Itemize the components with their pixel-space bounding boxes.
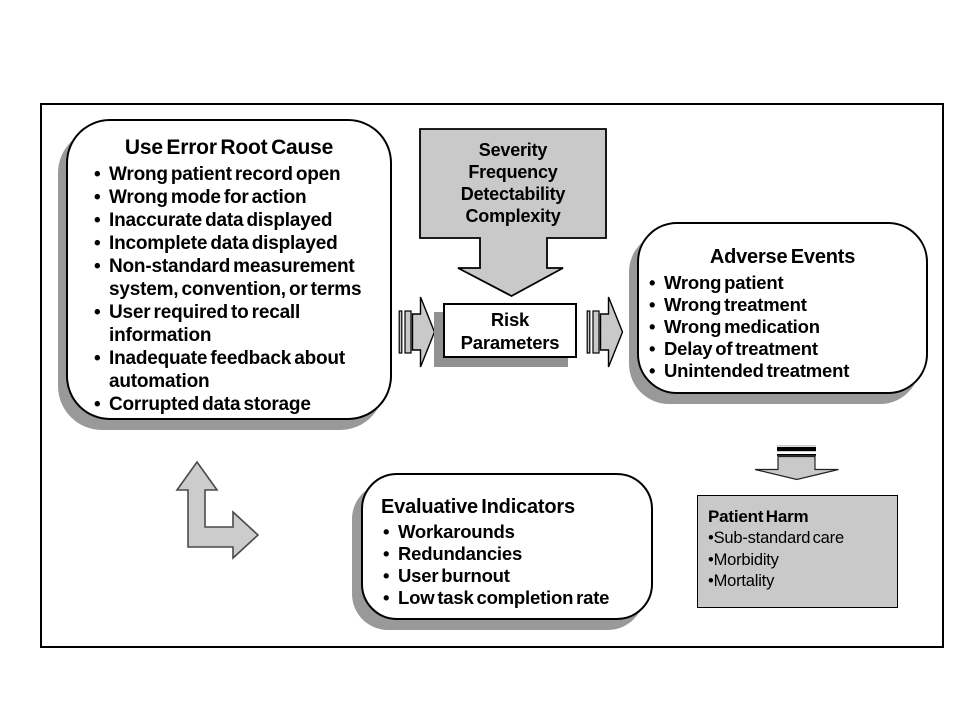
list-item: User required to recall information	[92, 301, 382, 347]
list-item: Non-standard measurement system, convent…	[92, 255, 382, 301]
list-item: Delay of treatment	[647, 338, 920, 360]
list-item: User burnout	[381, 565, 645, 587]
patient-harm-title: Patient Harm	[708, 507, 809, 526]
adverse-events-box: Adverse Events Wrong patientWrong treatm…	[637, 222, 928, 394]
use-error-root-cause-box: Use Error Root Cause Wrong patient recor…	[66, 119, 392, 420]
list-item: Incomplete data displayed	[92, 232, 382, 255]
list-item: Frequency	[468, 162, 558, 182]
adverse-events-list: Wrong patientWrong treatmentWrong medica…	[647, 272, 920, 382]
list-item: Mortality	[708, 571, 891, 593]
list-item: Detectability	[460, 184, 566, 204]
list-item: Complexity	[465, 206, 561, 226]
use-error-title: Use Error Root Cause	[124, 136, 334, 159]
list-item: Wrong mode for action	[92, 186, 382, 209]
list-item: Workarounds	[381, 521, 645, 543]
use-error-list: Wrong patient record openWrong mode for …	[92, 163, 382, 416]
double-bar-down-arrow-icon	[754, 445, 839, 481]
list-item: Redundancies	[381, 543, 645, 565]
list-item: Morbidity	[708, 550, 891, 572]
patient-harm-box: Patient Harm Sub-standard careMorbidityM…	[697, 495, 898, 608]
list-item: Wrong patient	[647, 272, 920, 294]
evaluative-indicators-list: WorkaroundsRedundanciesUser burnoutLow t…	[381, 521, 645, 609]
evaluative-indicators-title: Evaluative Indicators	[381, 496, 575, 518]
evaluative-indicators-box: Evaluative Indicators WorkaroundsRedunda…	[361, 473, 653, 620]
list-item: Wrong patient record open	[92, 163, 382, 186]
list-item: Inadequate feedback about automation	[92, 347, 382, 393]
list-item: Corrupted data storage	[92, 393, 382, 416]
striped-right-arrow-icon	[586, 296, 624, 368]
list-item: Inaccurate data displayed	[92, 209, 382, 232]
list-item: Unintended treatment	[647, 360, 920, 382]
list-item: Wrong treatment	[647, 294, 920, 316]
list-item: Parameters	[460, 331, 560, 353]
list-item: Low task completion rate	[381, 587, 645, 609]
list-item: Wrong medication	[647, 316, 920, 338]
bent-up-right-arrow-icon	[175, 460, 260, 560]
list-item: Risk	[490, 308, 530, 330]
striped-right-arrow-icon	[398, 296, 436, 368]
list-item: Sub-standard care	[708, 528, 891, 550]
severity-box-with-down-arrow-icon	[419, 128, 607, 298]
patient-harm-list: Sub-standard careMorbidityMortality	[708, 528, 891, 593]
adverse-events-title: Adverse Events	[709, 246, 856, 268]
list-item: Severity	[478, 140, 548, 160]
